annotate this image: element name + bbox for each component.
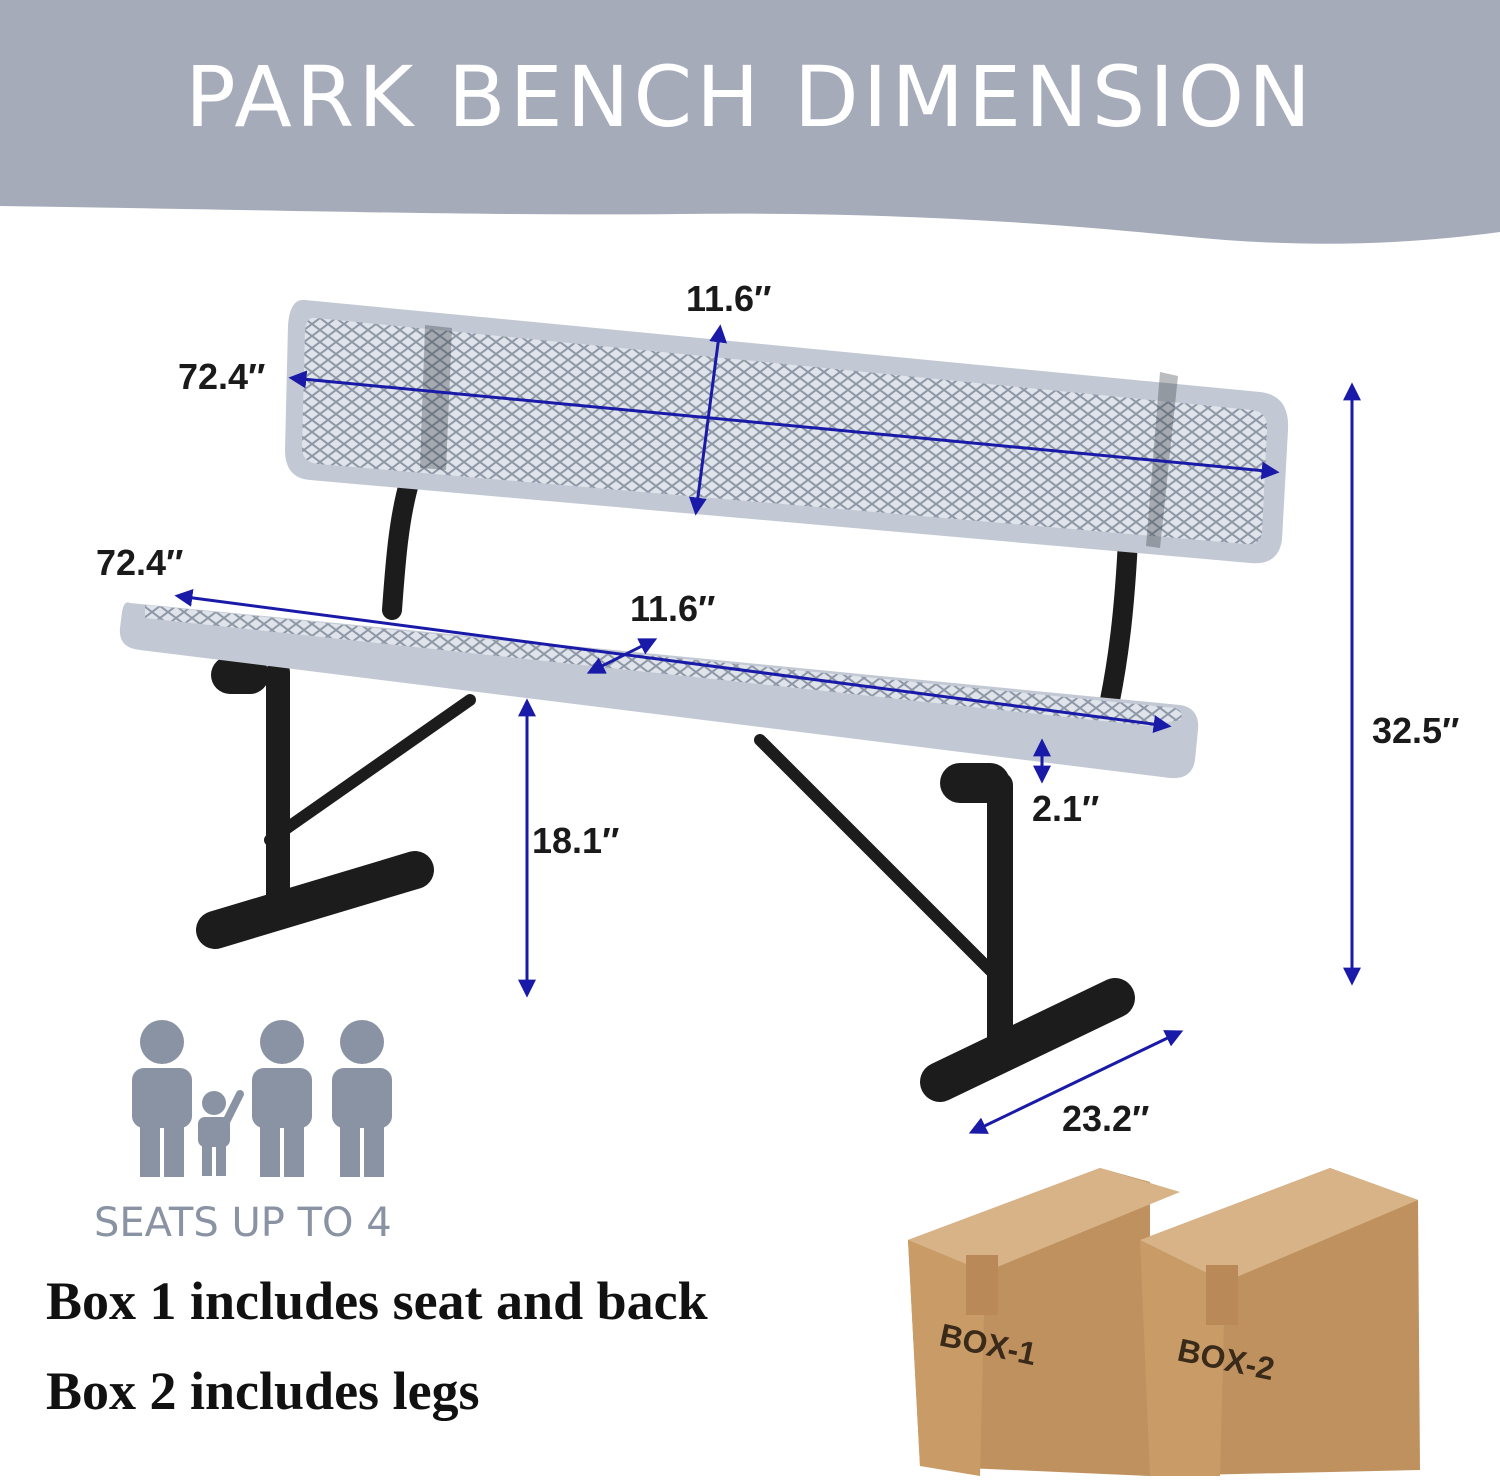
title-banner xyxy=(0,0,1500,244)
leg-width-label: 23.2″ xyxy=(1062,1098,1150,1139)
back-length-arrow xyxy=(288,370,1280,480)
seat-depth-label: 11.6″ xyxy=(630,588,716,629)
box-1-note: Box 1 includes seat and back xyxy=(46,1271,708,1331)
seating-capacity-label: SEATS UP TO 4 xyxy=(94,1200,392,1246)
seat-thickness-label: 2.1″ xyxy=(1032,788,1100,829)
seat-length-arrow xyxy=(174,588,1172,734)
people-icon xyxy=(132,1020,392,1177)
seat-length-label: 72.4″ xyxy=(96,542,184,583)
overall-height-label: 32.5″ xyxy=(1372,710,1460,751)
box-2-illustration xyxy=(1140,1168,1420,1476)
bench-backrest xyxy=(285,299,1289,564)
back-height-arrow xyxy=(688,324,728,516)
leg-width-arrow xyxy=(968,1030,1184,1134)
back-height-label: 11.6″ xyxy=(686,278,772,319)
dimension-arrows xyxy=(174,324,1361,1134)
box-1-illustration xyxy=(908,1168,1180,1476)
box-2-note: Box 2 includes legs xyxy=(46,1361,480,1421)
seat-depth-arrow xyxy=(586,638,658,674)
back-length-label: 72.4″ xyxy=(178,356,266,397)
seat-height-label: 18.1″ xyxy=(532,820,620,861)
page-title: PARK BENCH DIMENSION xyxy=(185,48,1315,146)
